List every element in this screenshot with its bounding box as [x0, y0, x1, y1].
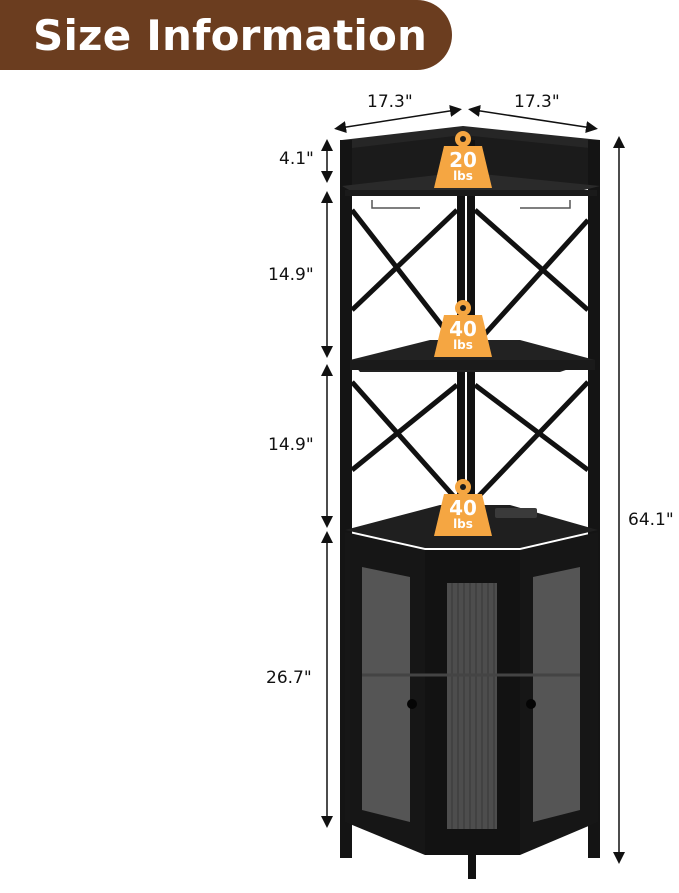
- weight-badge-top: [434, 131, 492, 188]
- weight-bottom: 40 lbs: [449, 496, 477, 531]
- cabinet-height-label: 26.7": [266, 668, 312, 688]
- weight-badge-middle: [434, 300, 492, 357]
- right-door-knob: [526, 699, 536, 709]
- front-foot: [468, 855, 476, 879]
- weight-middle: 40 lbs: [449, 317, 477, 352]
- width-arrow-right: [468, 104, 598, 134]
- upper-shelf-height-label: 14.9": [268, 265, 314, 285]
- width-label-right: 17.3": [514, 92, 560, 112]
- title-banner: Size Information: [0, 0, 452, 70]
- left-door-knob: [407, 699, 417, 709]
- width-arrow-left: [334, 104, 462, 134]
- lower-shelf-height-label: 14.9": [268, 435, 314, 455]
- width-label-left: 17.3": [367, 92, 413, 112]
- power-strip: [495, 508, 537, 518]
- weight-top: 20 lbs: [449, 148, 477, 183]
- page-title: Size Information: [33, 10, 428, 60]
- top-height-label: 4.1": [279, 149, 314, 169]
- weight-badge-bottom: [434, 479, 492, 536]
- total-height-label: 64.1": [628, 510, 674, 530]
